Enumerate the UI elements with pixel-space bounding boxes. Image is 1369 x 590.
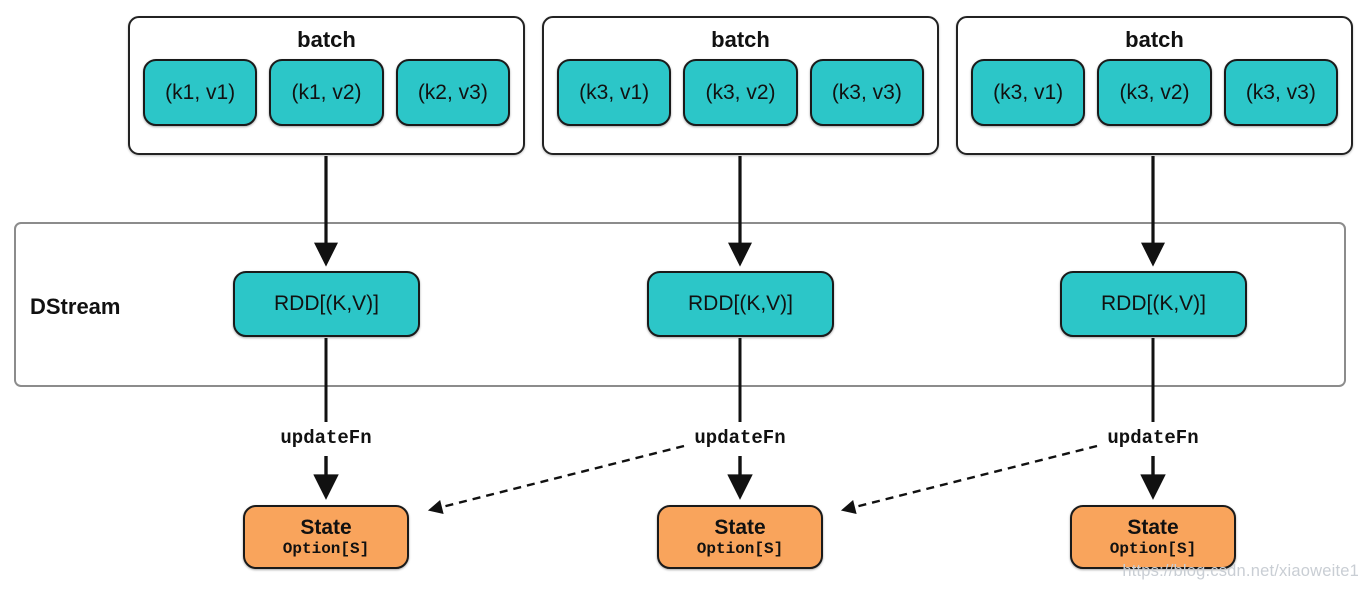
tuple-node: (k1, v2) [269,59,384,126]
dashed-arrow-updatefn3-to-state2 [840,444,1098,514]
tuple-node: (k2, v3) [395,59,510,126]
tuple-node: (k3, v3) [1223,59,1338,126]
tuple-node: (k3, v2) [683,59,798,126]
tuple-node: (k1, v1) [143,59,258,126]
rdd-node-2: RDD[(K,V)] [647,271,834,337]
state-node-3: State Option[S] [1070,505,1236,569]
batch-title: batch [711,27,770,52]
updatefn-label-3: updateFn [1107,427,1199,449]
state-node-1: State Option[S] [243,505,409,569]
state-title: State [300,516,352,539]
batch-title: batch [1125,27,1184,52]
batch-title: batch [297,27,356,52]
updatefn-label-1: updateFn [280,427,372,449]
state-subtitle: Option[S] [1109,540,1197,558]
tuple-node: (k3, v1) [971,59,1086,126]
dstream-container-box [14,222,1346,387]
batch-box-2: batch (k3, v1) (k3, v2) (k3, v3) [542,16,939,155]
tuple-node: (k3, v1) [557,59,672,126]
rdd-node-3: RDD[(K,V)] [1060,271,1247,337]
tuple-row: (k3, v1) (k3, v2) (k3, v3) [958,59,1351,126]
tuple-node: (k3, v2) [1097,59,1212,126]
tuple-row: (k3, v1) (k3, v2) (k3, v3) [544,59,937,126]
state-title: State [1127,516,1179,539]
state-subtitle: Option[S] [282,540,370,558]
state-title: State [714,516,766,539]
state-subtitle: Option[S] [696,540,784,558]
tuple-node: (k3, v3) [809,59,924,126]
dstream-label: DStream [30,294,121,319]
state-node-2: State Option[S] [657,505,823,569]
watermark-text: https://blog.csdn.net/xiaoweite1 [1122,562,1359,580]
batch-box-1: batch (k1, v1) (k1, v2) (k2, v3) [128,16,525,155]
updatefn-label-2: updateFn [694,427,786,449]
tuple-row: (k1, v1) (k1, v2) (k2, v3) [130,59,523,126]
dashed-arrow-updatefn2-to-state1 [427,444,685,514]
batch-box-3: batch (k3, v1) (k3, v2) (k3, v3) [956,16,1353,155]
rdd-node-1: RDD[(K,V)] [233,271,420,337]
